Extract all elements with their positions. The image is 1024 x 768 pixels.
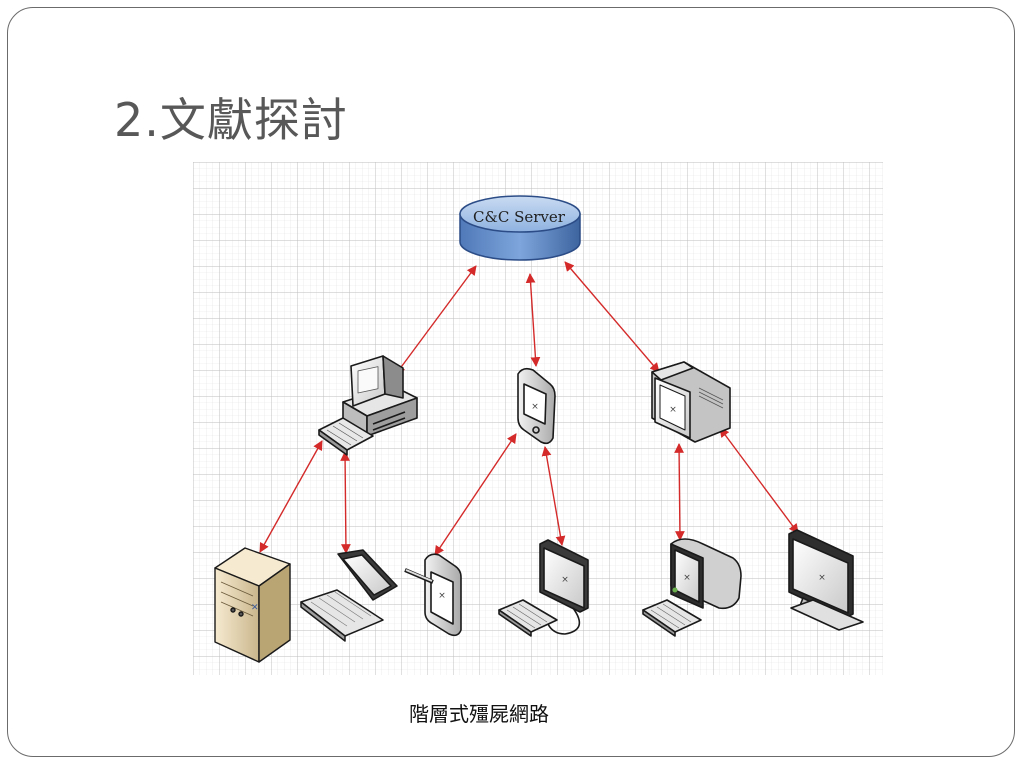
arrow-crt-lcd	[719, 427, 799, 534]
flat-monitor-icon: ×	[498, 539, 589, 637]
lcd-monitor-icon: ×	[788, 529, 864, 631]
imac-computer-icon: ×	[642, 538, 742, 637]
arrow-server-desktop	[395, 265, 477, 375]
arrow-server-crt	[564, 261, 660, 373]
server-cylinder-top	[459, 195, 581, 233]
svg-text:×: ×	[561, 575, 569, 585]
connection-arrows	[259, 261, 799, 556]
server-label: C&C Server	[473, 208, 566, 226]
svg-text:✕: ✕	[251, 603, 259, 613]
crt-monitor-icon: ×	[651, 361, 731, 443]
svg-text:×: ×	[438, 591, 446, 601]
server-tower-icon: ✕	[214, 547, 291, 663]
arrow-desktop-tower	[259, 440, 323, 553]
svg-text:×: ×	[531, 402, 539, 412]
diagram-canvas: C&C Server ×	[193, 162, 883, 675]
arrow-desktop-laptop	[340, 451, 351, 554]
svg-text:×: ×	[669, 405, 677, 415]
laptop-icon	[300, 549, 398, 642]
botnet-diagram: C&C Server ×	[193, 162, 883, 675]
svg-text:×: ×	[683, 573, 691, 583]
desktop-computer-icon	[318, 355, 418, 456]
slide-title: 2.文獻探討	[114, 93, 348, 147]
arrow-crt-imac	[674, 443, 685, 541]
cnc-server-node: C&C Server	[459, 195, 581, 261]
pda-icon: ×	[517, 367, 556, 445]
figure-caption: 階層式殭屍網路	[0, 698, 1024, 727]
arrow-server-pda	[525, 273, 541, 367]
arrow-pda-flatmonitor	[541, 446, 566, 546]
figure-caption-text: 階層式殭屍網路	[409, 702, 549, 726]
svg-text:×: ×	[818, 573, 826, 583]
tablet-pda-icon: ×	[404, 553, 462, 637]
arrow-pda-tablet	[434, 433, 517, 556]
